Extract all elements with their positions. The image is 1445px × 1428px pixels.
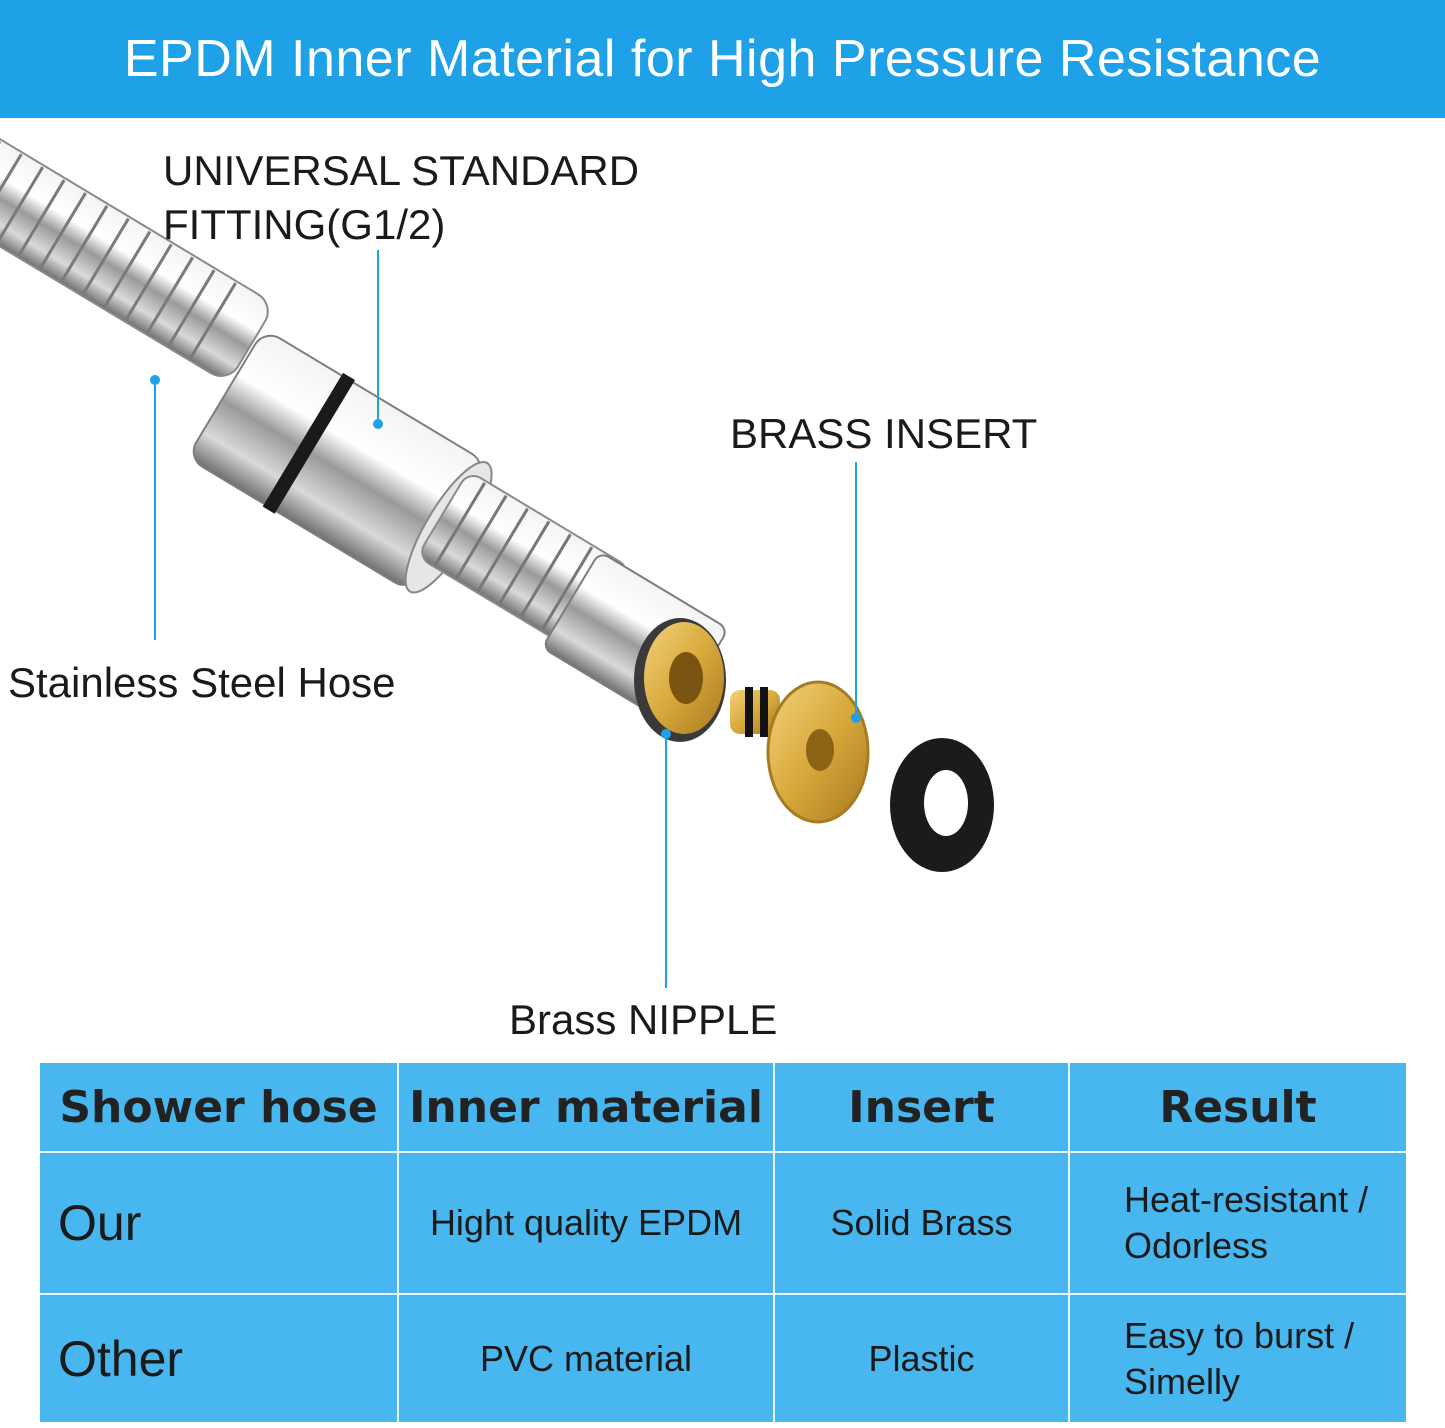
hose-callout: Stainless Steel Hose <box>8 659 396 706</box>
row-our-inner: Hight quality EPDM <box>399 1153 775 1295</box>
row-our-insert: Solid Brass <box>775 1153 1070 1295</box>
banner-title: EPDM Inner Material for High Pressure Re… <box>123 30 1322 88</box>
brass-insert-callout: BRASS INSERT <box>730 410 1038 457</box>
comparison-table: Shower hose Inner material Insert Result… <box>40 1063 1406 1422</box>
row-other-label: Other <box>40 1295 399 1422</box>
row-our-result: Heat-resistant / Odorless <box>1070 1153 1406 1295</box>
fitting-callout: UNIVERSAL STANDARD FITTING(G1/2) <box>163 147 640 248</box>
header-insert: Insert <box>775 1063 1070 1153</box>
rubber-washer <box>890 738 994 872</box>
brass-insert <box>730 680 870 824</box>
title-banner: EPDM Inner Material for High Pressure Re… <box>0 0 1445 118</box>
row-other-insert: Plastic <box>775 1295 1070 1422</box>
header-inner-material: Inner material <box>399 1063 775 1153</box>
nipple-callout: Brass NIPPLE <box>509 996 778 1043</box>
product-illustration <box>0 118 1445 1048</box>
header-shower-hose: Shower hose <box>40 1063 399 1153</box>
row-our-label: Our <box>40 1153 399 1295</box>
hose-diagram <box>0 135 994 988</box>
row-other-inner: PVC material <box>399 1295 775 1422</box>
hose-corrugated-left <box>0 135 269 377</box>
row-other-result: Easy to burst / Simelly <box>1124 1314 1355 1402</box>
header-result: Result <box>1070 1063 1406 1153</box>
